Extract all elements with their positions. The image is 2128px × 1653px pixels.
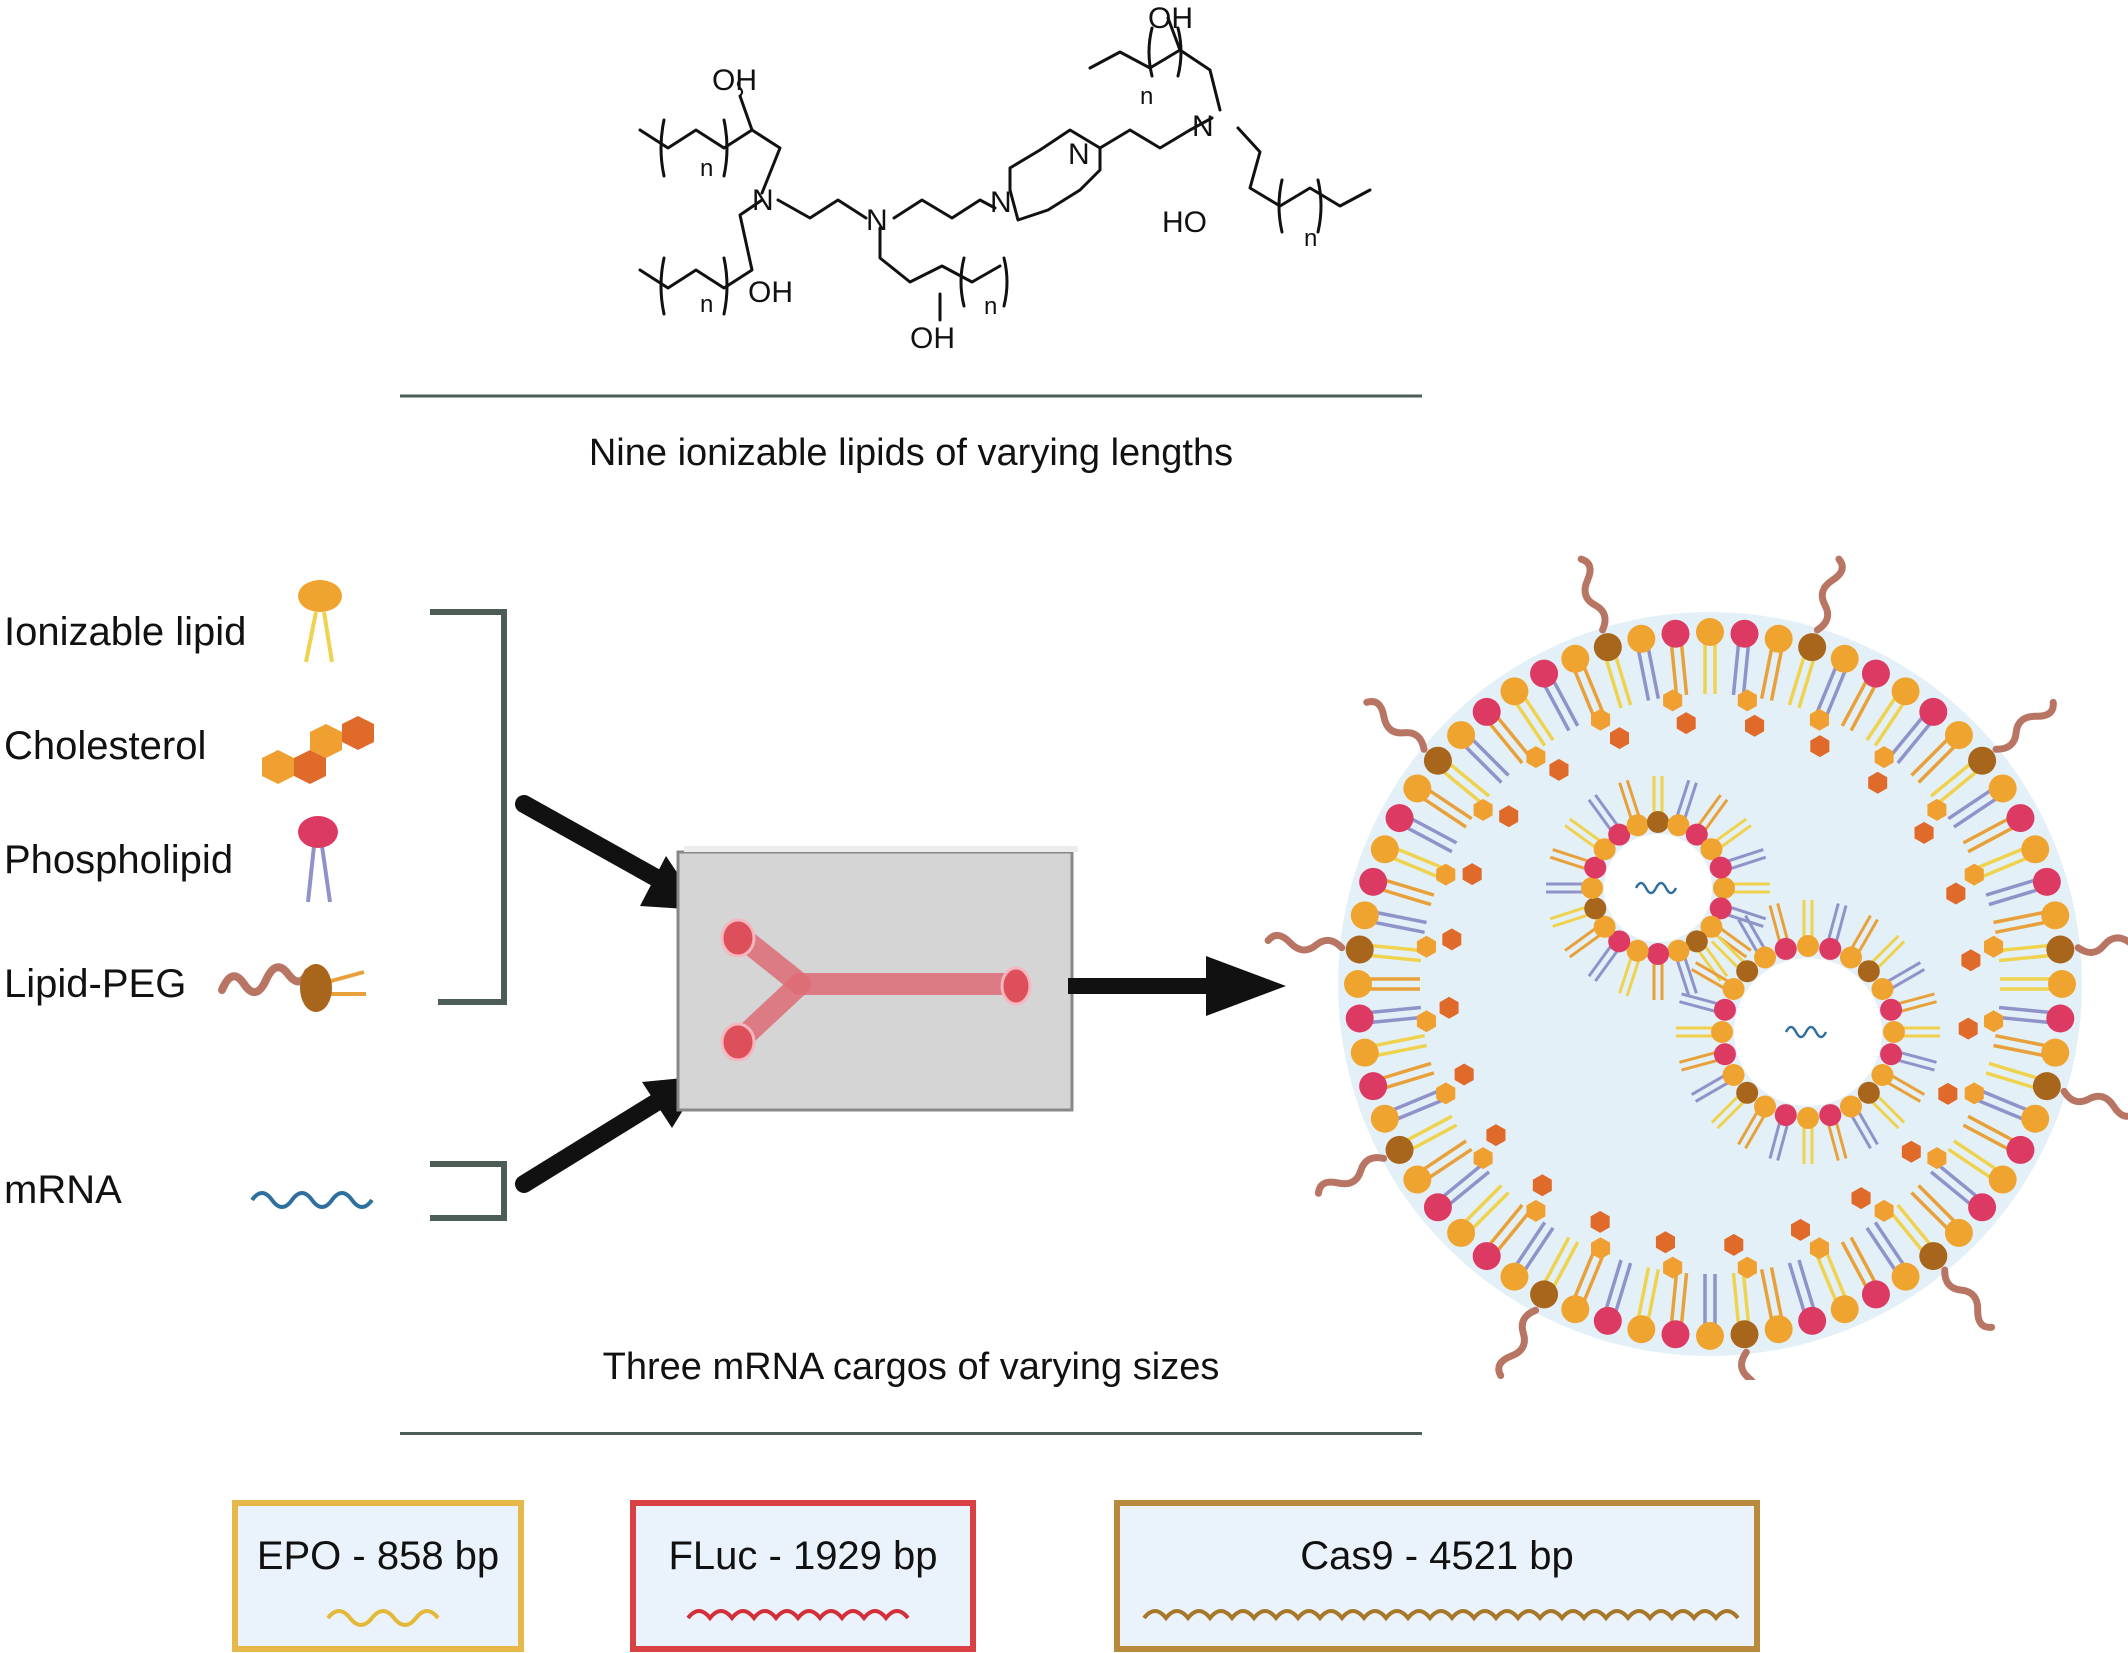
label-lipid-peg: Lipid-PEG [4, 962, 187, 1006]
oh-label-lower-left: OH [748, 276, 793, 309]
label-phospholipid: Phospholipid [4, 838, 234, 882]
cargo-box-epo: EPO - 858 bp [232, 1500, 524, 1652]
subscript-n: n [1140, 83, 1153, 110]
cholesterol-icon [262, 716, 374, 784]
process-diagram [218, 555, 2128, 1380]
lipid-nanoparticle-icon [1264, 555, 2128, 1380]
n-atom-3: N [990, 186, 1012, 219]
n-atom-4: N [1068, 138, 1090, 171]
oh-label-top-left: OH [712, 64, 757, 97]
lipid-bracket [430, 609, 507, 1005]
label-ionizable-lipid: Ionizable lipid [4, 610, 247, 654]
cargo-box-cas9: Cas9 - 4521 bp [1114, 1500, 1760, 1652]
structure-caption: Nine ionizable lipids of varying lengths [588, 432, 1234, 474]
ionizable-lipid-structure: OH OH OH OH HO N N N N N n n n n n [400, 2, 1422, 398]
lipid-peg-icon [218, 963, 366, 1012]
subscript-n: n [700, 291, 713, 318]
epo-mrna-wave-icon [326, 1609, 440, 1627]
cargo-label-cas9: Cas9 - 4521 bp [1300, 1534, 1574, 1578]
cargo-label-fluc: FLuc - 1929 bp [668, 1534, 938, 1578]
arrow-lipids-to-chip [515, 795, 702, 910]
subscript-n: n [984, 293, 997, 320]
cargo-box-fluc: FLuc - 1929 bp [630, 1500, 976, 1652]
cargo-label-epo: EPO - 858 bp [256, 1534, 500, 1578]
mrna-bracket [430, 1161, 507, 1221]
label-mrna: mRNA [4, 1168, 122, 1212]
phospholipid-icon [298, 816, 338, 903]
label-cholesterol: Cholesterol [4, 724, 207, 768]
oh-label-bottom-mid: OH [910, 322, 955, 355]
cas9-mrna-wave-icon [1142, 1609, 1740, 1622]
cargo-caption: Three mRNA cargos of varying sizes [602, 1346, 1220, 1388]
ho-label-right: HO [1162, 206, 1207, 239]
divider-line [400, 1432, 1422, 1435]
subscript-n: n [700, 155, 713, 182]
subscript-n: n [1304, 225, 1317, 252]
oh-label-top-right: OH [1148, 2, 1193, 35]
fluc-mrna-wave-icon [686, 1609, 910, 1622]
n-atom-2: N [866, 204, 888, 237]
n-atom-5: N [1192, 110, 1214, 143]
arrow-chip-to-lnp [1068, 956, 1286, 1016]
microfluidic-chip-icon [676, 846, 1078, 1112]
ionizable-lipid-icon [298, 580, 342, 663]
n-atom-1: N [752, 184, 774, 217]
mrna-wave-icon [250, 1191, 374, 1209]
